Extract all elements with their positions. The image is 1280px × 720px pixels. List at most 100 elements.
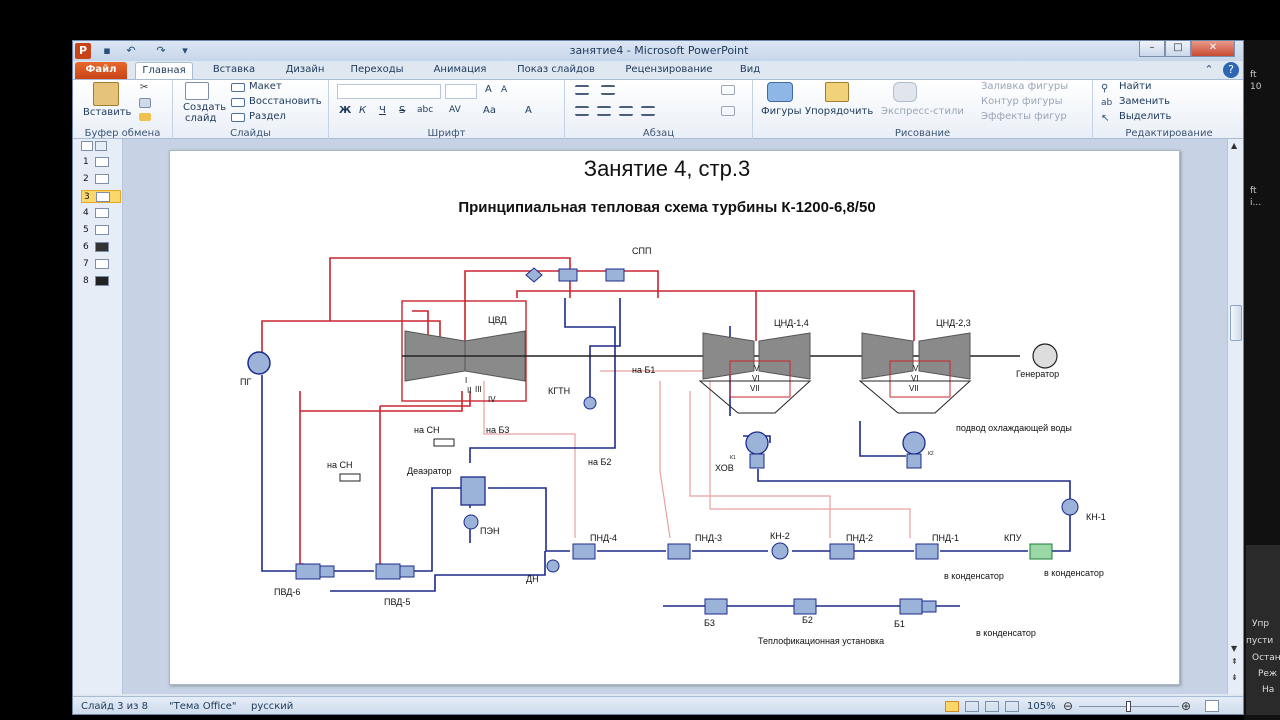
label-pvd5: ПВД-5 (384, 597, 410, 607)
slide-thumb-8[interactable]: 8 (81, 275, 121, 288)
numbering-icon[interactable] (601, 85, 615, 95)
spacing-button[interactable]: AV (449, 105, 461, 115)
shadow-button[interactable]: abc (417, 105, 434, 115)
shrink-font-button[interactable]: A (501, 85, 508, 95)
group-font: A A Ж К Ч S abc AV Aa A Шрифт (329, 80, 565, 140)
shapes-button[interactable]: Фигуры (761, 106, 802, 117)
status-bar: Слайд 3 из 8 "Тема Office" русский 105% … (73, 696, 1243, 714)
scroll-thumb[interactable] (1230, 305, 1242, 341)
underline-button[interactable]: Ч (379, 105, 386, 116)
bullets-icon[interactable] (575, 85, 589, 95)
zoom-level[interactable]: 105% (1027, 701, 1056, 712)
normal-view-icon[interactable] (945, 701, 959, 712)
next-slide-icon[interactable]: ⇟ (1231, 673, 1238, 682)
shape-outline-button[interactable]: Контур фигуры (981, 96, 1063, 107)
quick-styles-icon[interactable] (893, 82, 917, 102)
slide-thumb-3[interactable]: 3 (81, 190, 121, 203)
justify-icon[interactable] (641, 106, 655, 116)
shapes-icon[interactable] (767, 82, 793, 102)
replace-button[interactable]: Заменить (1119, 96, 1170, 107)
close-button[interactable]: ✕ (1191, 41, 1235, 57)
slide-canvas[interactable]: Занятие 4, стр.3 Принципиальная тепловая… (169, 150, 1180, 685)
label-heating: Теплофикационная установка (758, 636, 884, 646)
tab-design[interactable]: Дизайн (285, 64, 325, 75)
customize-qat-icon[interactable]: ▾ (182, 44, 188, 57)
section-button[interactable]: Раздел (249, 111, 286, 122)
slides-tab-icon[interactable] (81, 141, 93, 151)
minimize-button[interactable]: – (1139, 41, 1165, 57)
scroll-up-icon[interactable]: ▲ (1231, 141, 1238, 150)
tab-animation[interactable]: Анимация (433, 64, 487, 75)
scroll-down-icon[interactable]: ▼ (1231, 644, 1238, 653)
slide-thumb-6[interactable]: 6 (81, 241, 121, 254)
arrange-button[interactable]: Упорядочить (805, 106, 874, 117)
tab-home[interactable]: Главная (135, 62, 193, 79)
paste-icon[interactable] (93, 82, 119, 106)
tab-slideshow[interactable]: Показ слайдов (517, 64, 595, 75)
tab-transitions[interactable]: Переходы (350, 64, 404, 75)
arrange-icon[interactable] (825, 82, 849, 102)
minimize-ribbon-icon[interactable]: ⌃ (1204, 63, 1214, 76)
change-case-button[interactable]: Aa (483, 105, 496, 116)
language-indicator[interactable]: русский (251, 701, 294, 712)
grow-font-button[interactable]: A (485, 84, 492, 95)
zoom-out-icon[interactable]: ⊖ (1063, 699, 1074, 713)
font-name-combo[interactable] (337, 84, 441, 99)
align-left-icon[interactable] (575, 106, 589, 116)
boiler-b2 (793, 598, 817, 615)
tab-file[interactable]: Файл (75, 62, 127, 79)
slide-thumb-1[interactable]: 1 (81, 156, 121, 169)
layout-button[interactable]: Макет (249, 81, 282, 92)
slide-thumb-5[interactable]: 5 (81, 224, 121, 237)
zoom-in-icon[interactable]: ⊕ (1181, 699, 1192, 713)
font-color-button[interactable]: A (525, 105, 532, 116)
new-slide-icon[interactable] (185, 82, 209, 100)
slide-thumb-2[interactable]: 2 (81, 173, 121, 186)
align-center-icon[interactable] (597, 106, 611, 116)
undo-icon[interactable]: ↶ (126, 44, 136, 57)
smartart-icon[interactable] (721, 106, 735, 116)
tab-view[interactable]: Вид (739, 64, 761, 75)
previous-slide-icon[interactable]: ⇞ (1231, 657, 1238, 666)
shape-effects-button[interactable]: Эффекты фигур (981, 111, 1067, 122)
vertical-scrollbar[interactable]: ▲ ▼ ⇞ ⇟ (1227, 139, 1243, 694)
format-painter-icon[interactable] (139, 113, 151, 121)
tab-insert[interactable]: Вставка (212, 64, 256, 75)
zoom-slider-thumb[interactable] (1126, 701, 1131, 712)
reading-view-icon[interactable] (985, 701, 999, 712)
shape-fill-button[interactable]: Заливка фигуры (981, 81, 1069, 92)
outline-tab-icon[interactable] (95, 141, 107, 151)
align-right-icon[interactable] (619, 106, 633, 116)
find-button[interactable]: Найти (1119, 81, 1152, 92)
powerpoint-logo-icon[interactable]: P (75, 43, 91, 59)
cut-icon[interactable]: ✂ (140, 82, 149, 93)
redo-icon[interactable]: ↷ (156, 44, 166, 57)
font-size-combo[interactable] (445, 84, 477, 99)
new-slide-button-line1[interactable]: Создать (183, 102, 227, 113)
copy-icon[interactable] (139, 98, 151, 108)
text-direction-icon[interactable] (721, 85, 735, 95)
generator (1032, 343, 1058, 369)
save-icon[interactable]: ▪ (103, 44, 111, 57)
help-icon[interactable]: ? (1223, 62, 1239, 78)
fit-to-window-icon[interactable] (1205, 700, 1219, 712)
paste-button[interactable]: Вставить (83, 107, 132, 118)
slide-subtitle: Принципиальная тепловая схема турбины К-… (458, 199, 875, 216)
select-button[interactable]: Выделить (1119, 111, 1172, 122)
sorter-view-icon[interactable] (965, 701, 979, 712)
slideshow-view-icon[interactable] (1005, 701, 1019, 712)
new-slide-button-line2[interactable]: слайд (185, 113, 217, 124)
extraction-label: II (467, 386, 471, 395)
quick-styles-button[interactable]: Экспресс-стили (881, 106, 964, 117)
strikethrough-button[interactable]: S (399, 105, 406, 116)
tab-review[interactable]: Рецензирование (625, 64, 713, 75)
pvd-6-cooler (319, 565, 335, 578)
italic-button[interactable]: К (359, 105, 367, 116)
slide-thumb-7[interactable]: 7 (81, 258, 121, 271)
reset-button[interactable]: Восстановить (249, 96, 322, 107)
pnd-1 (915, 543, 939, 560)
slide-thumb-4[interactable]: 4 (81, 207, 121, 220)
bold-button[interactable]: Ж (339, 105, 352, 116)
theme-name[interactable]: "Тема Office" (169, 701, 237, 712)
maximize-button[interactable]: □ (1165, 41, 1191, 57)
